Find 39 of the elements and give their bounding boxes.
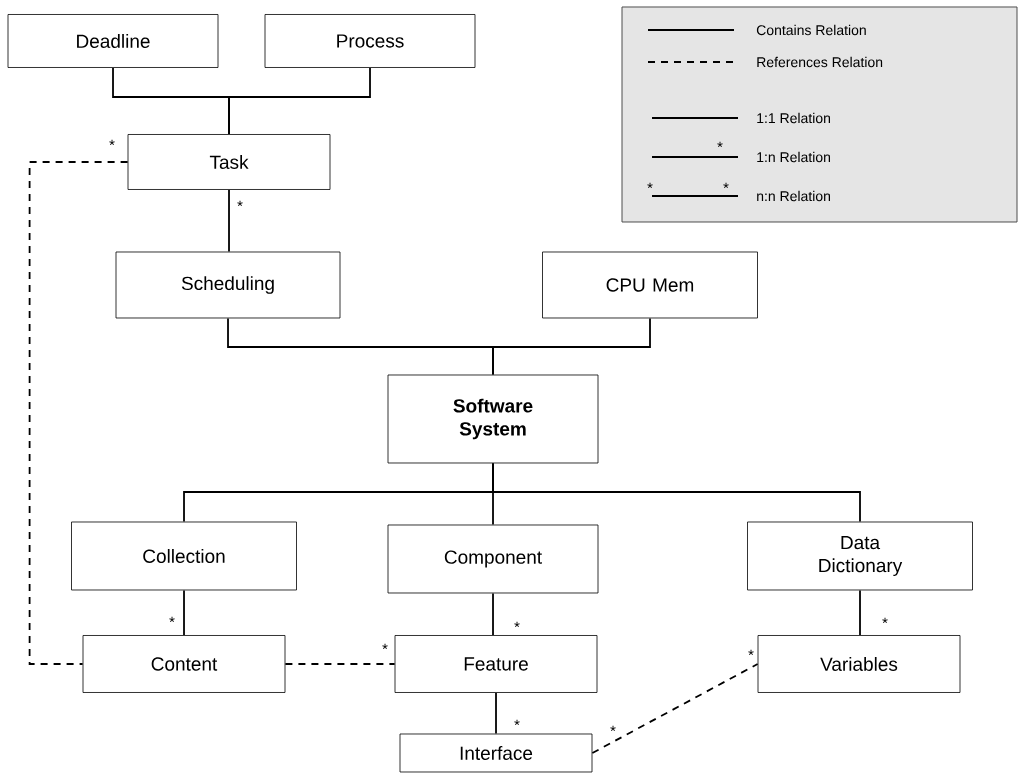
legend-text: n:n Relation xyxy=(757,190,830,202)
connector-line xyxy=(284,663,396,665)
multiplicity-mark: * xyxy=(514,621,520,628)
connector-line xyxy=(228,189,230,253)
entity-box: Software System xyxy=(387,374,599,464)
entity-box: Data Dictionary xyxy=(747,521,973,591)
entity-box: Process xyxy=(264,14,476,68)
entity-box: Deadline xyxy=(7,14,219,68)
connector-line xyxy=(591,663,759,754)
entity-box: CPU Mem xyxy=(542,251,758,319)
multiplicity-mark: * xyxy=(717,141,723,148)
entity-box: Component xyxy=(387,524,599,594)
multiplicity-mark: * xyxy=(882,617,888,624)
connector-line xyxy=(28,161,129,665)
connector-line xyxy=(859,589,861,636)
multiplicity-mark: * xyxy=(723,182,729,189)
connector-line xyxy=(492,317,651,376)
entity-box: Feature xyxy=(394,635,598,693)
multiplicity-mark: * xyxy=(514,719,520,726)
multiplicity-mark: * xyxy=(610,725,616,732)
legend-text: Contains Relation xyxy=(756,24,866,36)
connector-line xyxy=(492,462,861,523)
multiplicity-mark: * xyxy=(169,616,175,623)
entity-box: Collection xyxy=(71,521,297,591)
entity-box: Content xyxy=(82,635,286,693)
entity-box: Variables xyxy=(757,635,961,693)
multiplicity-mark: * xyxy=(237,200,243,207)
entity-box: Scheduling xyxy=(115,251,341,319)
connector-line xyxy=(183,589,185,636)
connector-line xyxy=(228,67,371,135)
entity-box: Task xyxy=(127,134,331,190)
legend-text: References Relation xyxy=(757,56,883,68)
legend-text: 1:n Relation xyxy=(757,151,830,163)
connector-line xyxy=(492,592,494,636)
multiplicity-mark: * xyxy=(647,182,653,189)
connector-line xyxy=(495,692,497,735)
multiplicity-mark: * xyxy=(748,649,754,656)
legend-text: 1:1 Relation xyxy=(757,112,830,124)
entity-box: Interface xyxy=(399,733,593,773)
